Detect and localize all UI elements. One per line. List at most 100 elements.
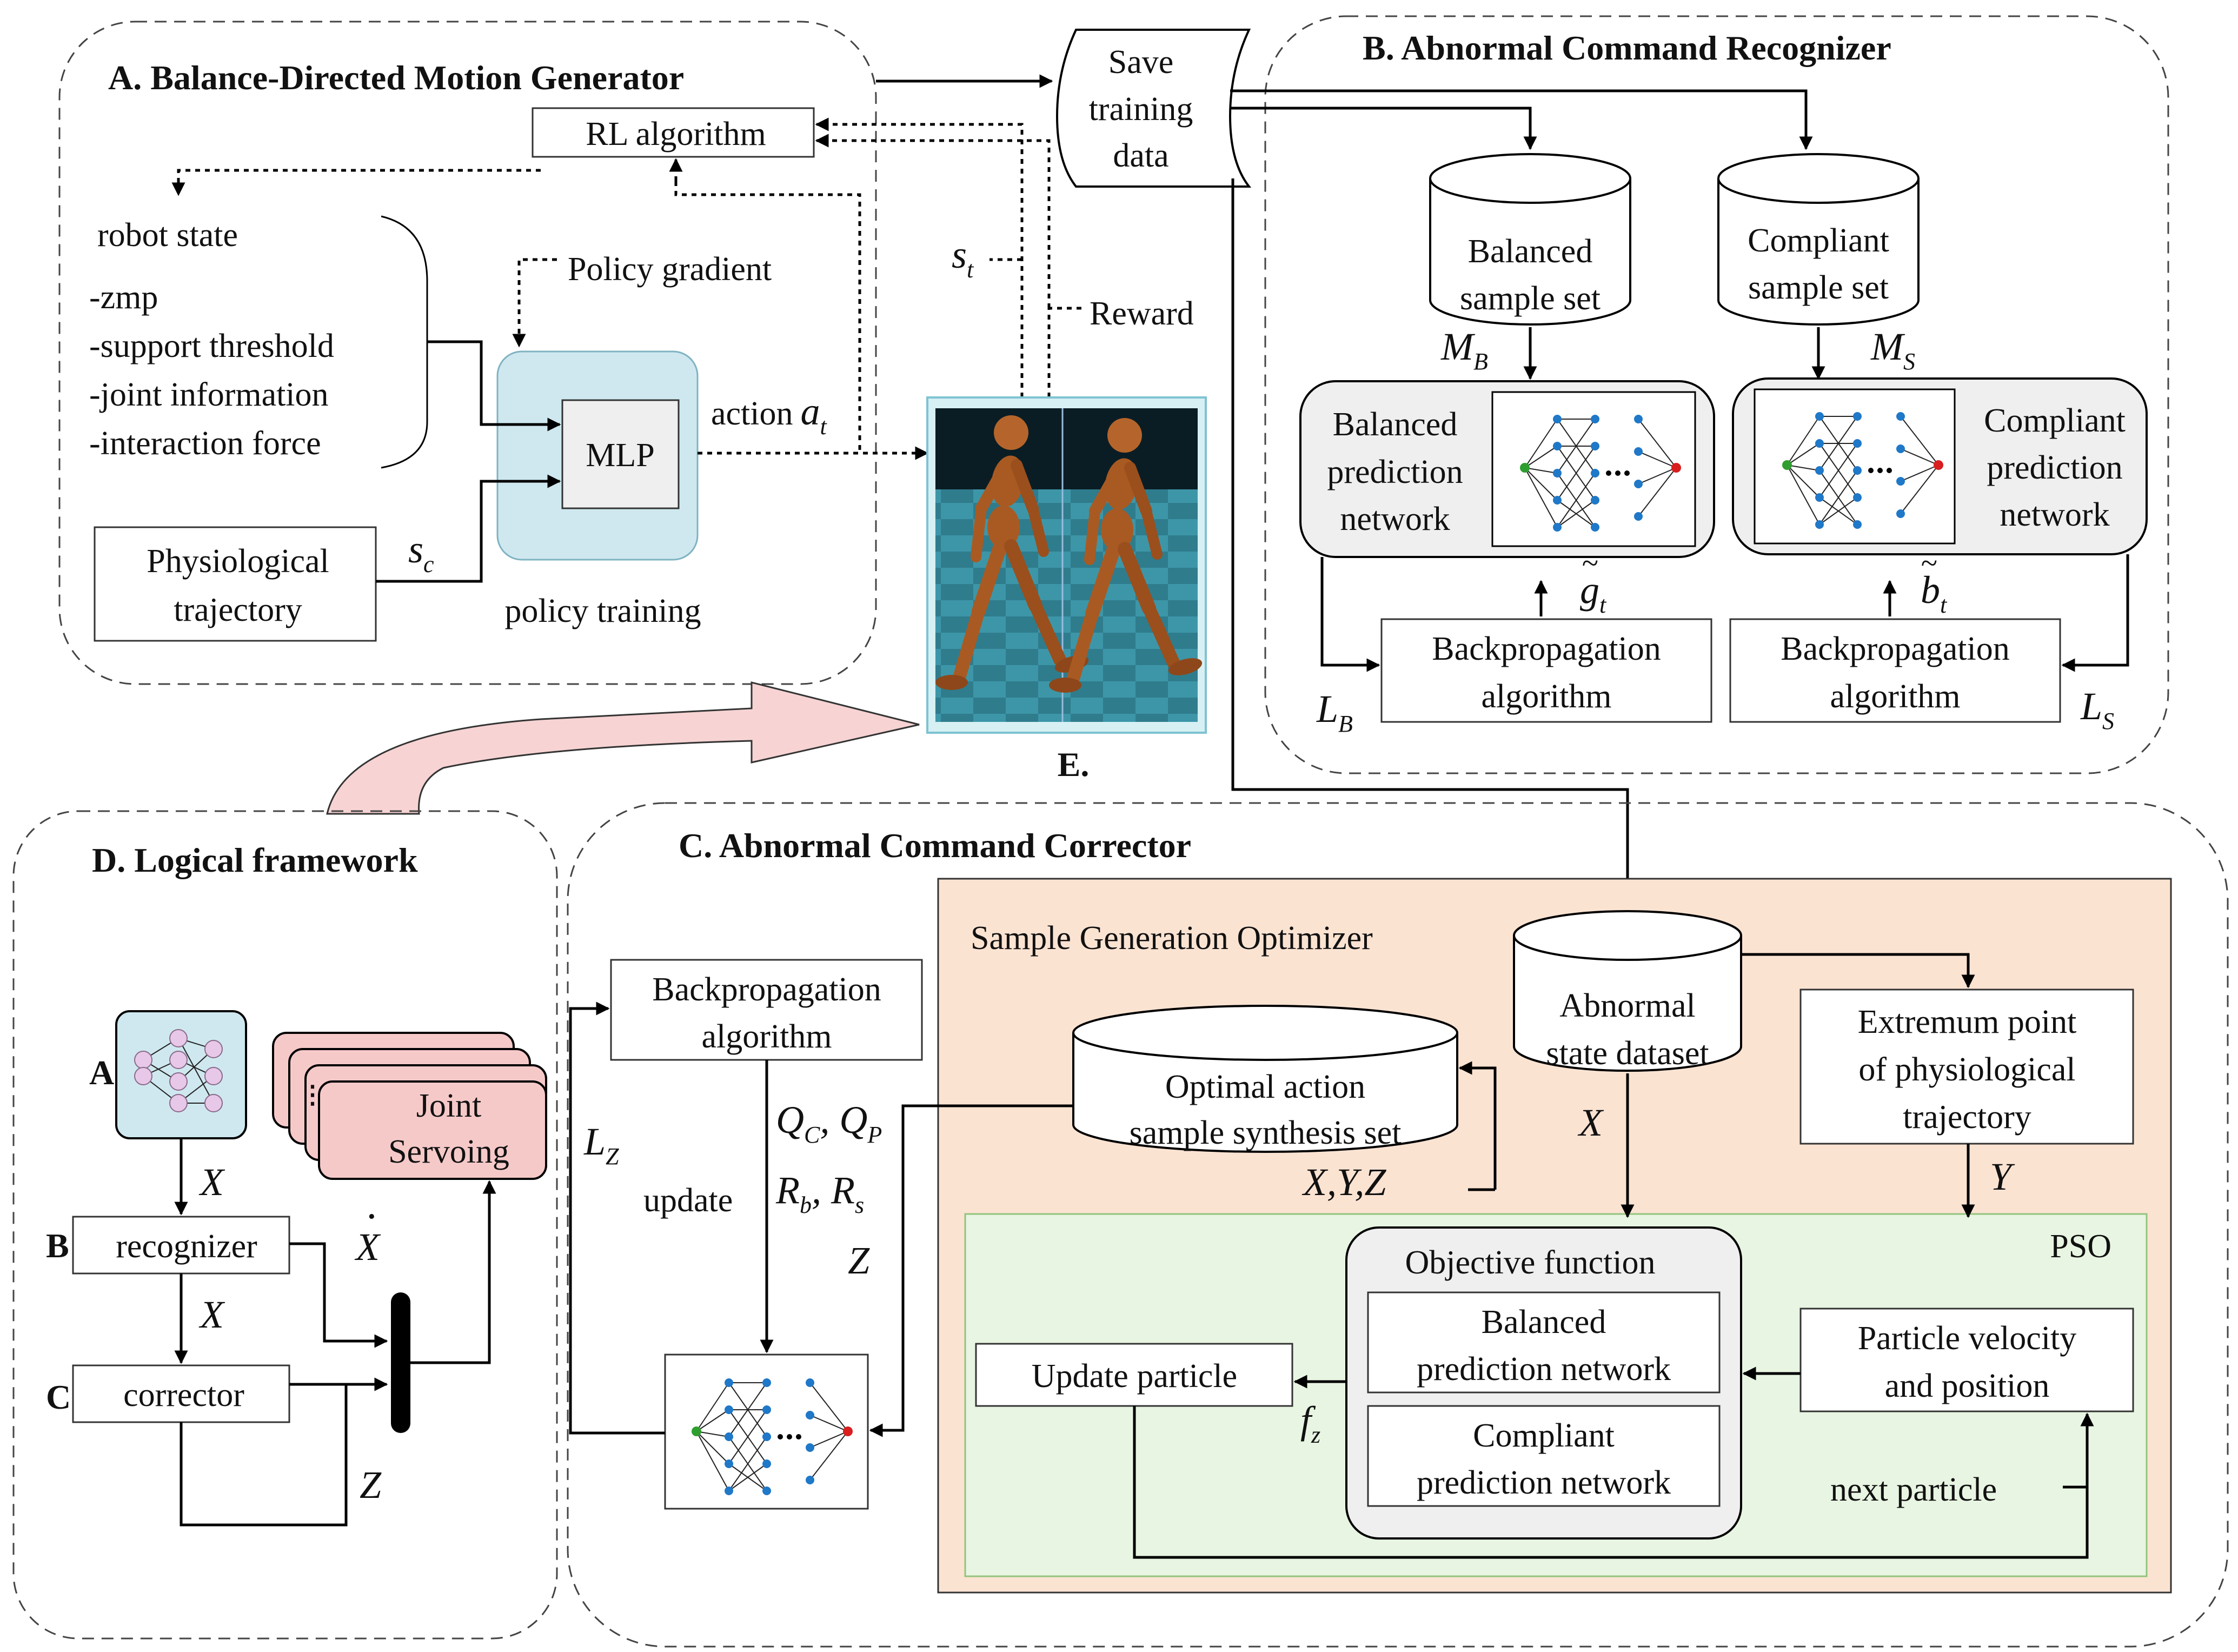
save-to-compliant-arrow	[1230, 89, 1813, 150]
objective-label: Objective function	[1405, 1244, 1655, 1281]
state-item-joint-information: -joint information	[89, 376, 329, 413]
particle-label-2: and position	[1885, 1368, 2050, 1404]
policy-training-label: policy training	[504, 593, 701, 629]
physiological-label-1: Physiological	[147, 543, 329, 580]
panel-b-abnormal-command-recognizer: B. Abnormal Command Recognizer Balanced …	[1230, 15, 2169, 913]
c-bp-label-1: Backpropagation	[652, 971, 881, 1008]
d-x-dot: X	[354, 1225, 381, 1269]
panel-d-title: D. Logical framework	[92, 841, 418, 879]
panel-c-border	[567, 802, 2229, 1648]
mlp-box	[561, 399, 680, 509]
panel-b-border	[1264, 15, 2169, 774]
comp-net-label-1: Compliant	[1984, 402, 2126, 439]
g-t-symbol: gt	[1580, 568, 1607, 618]
gradient-to-mlp-arrow	[512, 258, 557, 348]
state-item-zmp: -zmp	[89, 279, 158, 316]
abnormal-label-2: state dataset	[1546, 1035, 1709, 1072]
bp-box-balanced	[1380, 618, 1712, 723]
switch-to-servo-arrow	[410, 1180, 496, 1364]
optimal-label-2: sample synthesis set	[1130, 1114, 1402, 1151]
panel-c-title: C. Abnormal Command Corrector	[679, 826, 1191, 865]
reward-label: Reward	[1090, 295, 1194, 332]
recognizer-label: recognizer	[116, 1228, 257, 1265]
rl-algorithm-label: RL algorithm	[586, 116, 766, 152]
save-label-3: data	[1113, 137, 1168, 174]
c-y-symbol: Y	[1990, 1155, 2015, 1198]
optimal-action-set: Optimal action sample synthesis set	[1072, 1005, 1458, 1153]
simulation-sky	[935, 408, 1198, 489]
nn-to-bp-arrow	[569, 1001, 665, 1435]
abnormal-to-extremum-arrow	[1741, 953, 1975, 988]
g-tilde: ~	[1582, 547, 1598, 580]
b-tilde: ~	[1921, 547, 1937, 580]
comp-net-loss-arrow	[2061, 554, 2129, 672]
panel-a-border	[58, 21, 877, 685]
m-b-symbol: MB	[1440, 325, 1488, 375]
bp-balanced-label-1: Backpropagation	[1432, 631, 1661, 667]
state-bracket	[381, 215, 428, 469]
abnormal-label-1: Abnormal	[1559, 987, 1695, 1024]
save-to-balanced-arrow	[1230, 107, 1537, 150]
panel-a-title: A. Balance-Directed Motion Generator	[108, 58, 684, 97]
corrector-loop-line	[180, 1384, 348, 1527]
xyz-label: X,Y,Z	[1301, 1160, 1386, 1204]
q-symbols: QC, QP	[776, 1098, 882, 1148]
d-z: Z	[360, 1463, 382, 1507]
extremum-label-2: of physiological	[1858, 1051, 2075, 1088]
policy-gradient-label: Policy gradient	[568, 251, 772, 288]
save-label-1: Save	[1108, 44, 1174, 81]
l-z-symbol: LZ	[583, 1120, 619, 1170]
b-t-symbol: bt	[1921, 568, 1948, 618]
extremum-label-3: trajectory	[1903, 1099, 2031, 1136]
s-c-symbol: sc	[408, 528, 434, 578]
state-to-mlp-arrow	[427, 340, 561, 432]
optimal-label-1: Optimal action	[1165, 1069, 1365, 1105]
panel-d-logical-framework: D. Logical framework A ⋮ Joint Servoing	[12, 810, 558, 1640]
bal-net-loss-arrow	[1320, 557, 1380, 672]
physiological-trajectory-box	[94, 526, 377, 642]
corrector-box	[72, 1364, 290, 1423]
sc-to-mlp-arrow	[376, 474, 561, 583]
extremum-box	[1799, 988, 2134, 1145]
compliant-set-label-2: sample set	[1748, 269, 1889, 306]
update-particle-label: Update particle	[1032, 1358, 1237, 1395]
reward-to-rl-arrow	[815, 117, 1024, 397]
state-to-rl-arrow	[815, 134, 1051, 308]
save-label-2: training	[1089, 91, 1193, 128]
state-item-support-threshold: -support threshold	[89, 328, 334, 364]
panel-d-border	[12, 810, 558, 1640]
rl-algorithm-box	[532, 107, 815, 158]
balanced-set-label-1: Balanced	[1468, 233, 1593, 270]
reward-connector	[1047, 307, 1081, 397]
recognizer-to-switch-arrow	[289, 1242, 388, 1348]
bp-balanced-label-2: algorithm	[1481, 678, 1611, 715]
extremum-label-1: Extremum point	[1858, 1004, 2077, 1040]
servo-stack-dots: ⋮	[300, 1081, 325, 1109]
l-s-symbol: LS	[2080, 685, 2114, 734]
pso-label: PSO	[2050, 1228, 2111, 1265]
compliant-sample-set: Compliant sample set	[1717, 153, 1920, 326]
panel-e-simulation: E.	[926, 396, 1206, 784]
particle-box	[1799, 1308, 2134, 1412]
panel-c-abnormal-command-corrector: C. Abnormal Command Corrector Sample Gen…	[567, 802, 2229, 1648]
obj-balanced-box	[1367, 1291, 1721, 1394]
obj-bal-label-1: Balanced	[1482, 1304, 1606, 1341]
panel-a-balance-motion-generator: A. Balance-Directed Motion Generator RL …	[58, 21, 1194, 685]
recognizer-box	[72, 1216, 290, 1275]
c-z-symbol: Z	[848, 1239, 870, 1282]
d-label-a: A	[89, 1053, 114, 1092]
save-to-abnormal-arrow	[1231, 178, 1635, 913]
rl-to-state-arrow	[171, 169, 541, 196]
bp-box-compliant	[1729, 618, 2061, 723]
bp-compliant-label-2: algorithm	[1830, 678, 1960, 715]
l-b-symbol: LB	[1316, 687, 1353, 737]
r-symbols: Rb, Rs	[775, 1169, 864, 1218]
obj-comp-label-1: Compliant	[1473, 1417, 1615, 1454]
x-dot-mark: ·	[367, 1200, 377, 1233]
obj-comp-label-2: prediction network	[1417, 1464, 1671, 1501]
panel-b-title: B. Abnormal Command Recognizer	[1363, 29, 1891, 67]
servoing-label: Servoing	[388, 1133, 509, 1170]
switch-bar	[391, 1292, 410, 1433]
balanced-set-label-2: sample set	[1460, 280, 1601, 317]
